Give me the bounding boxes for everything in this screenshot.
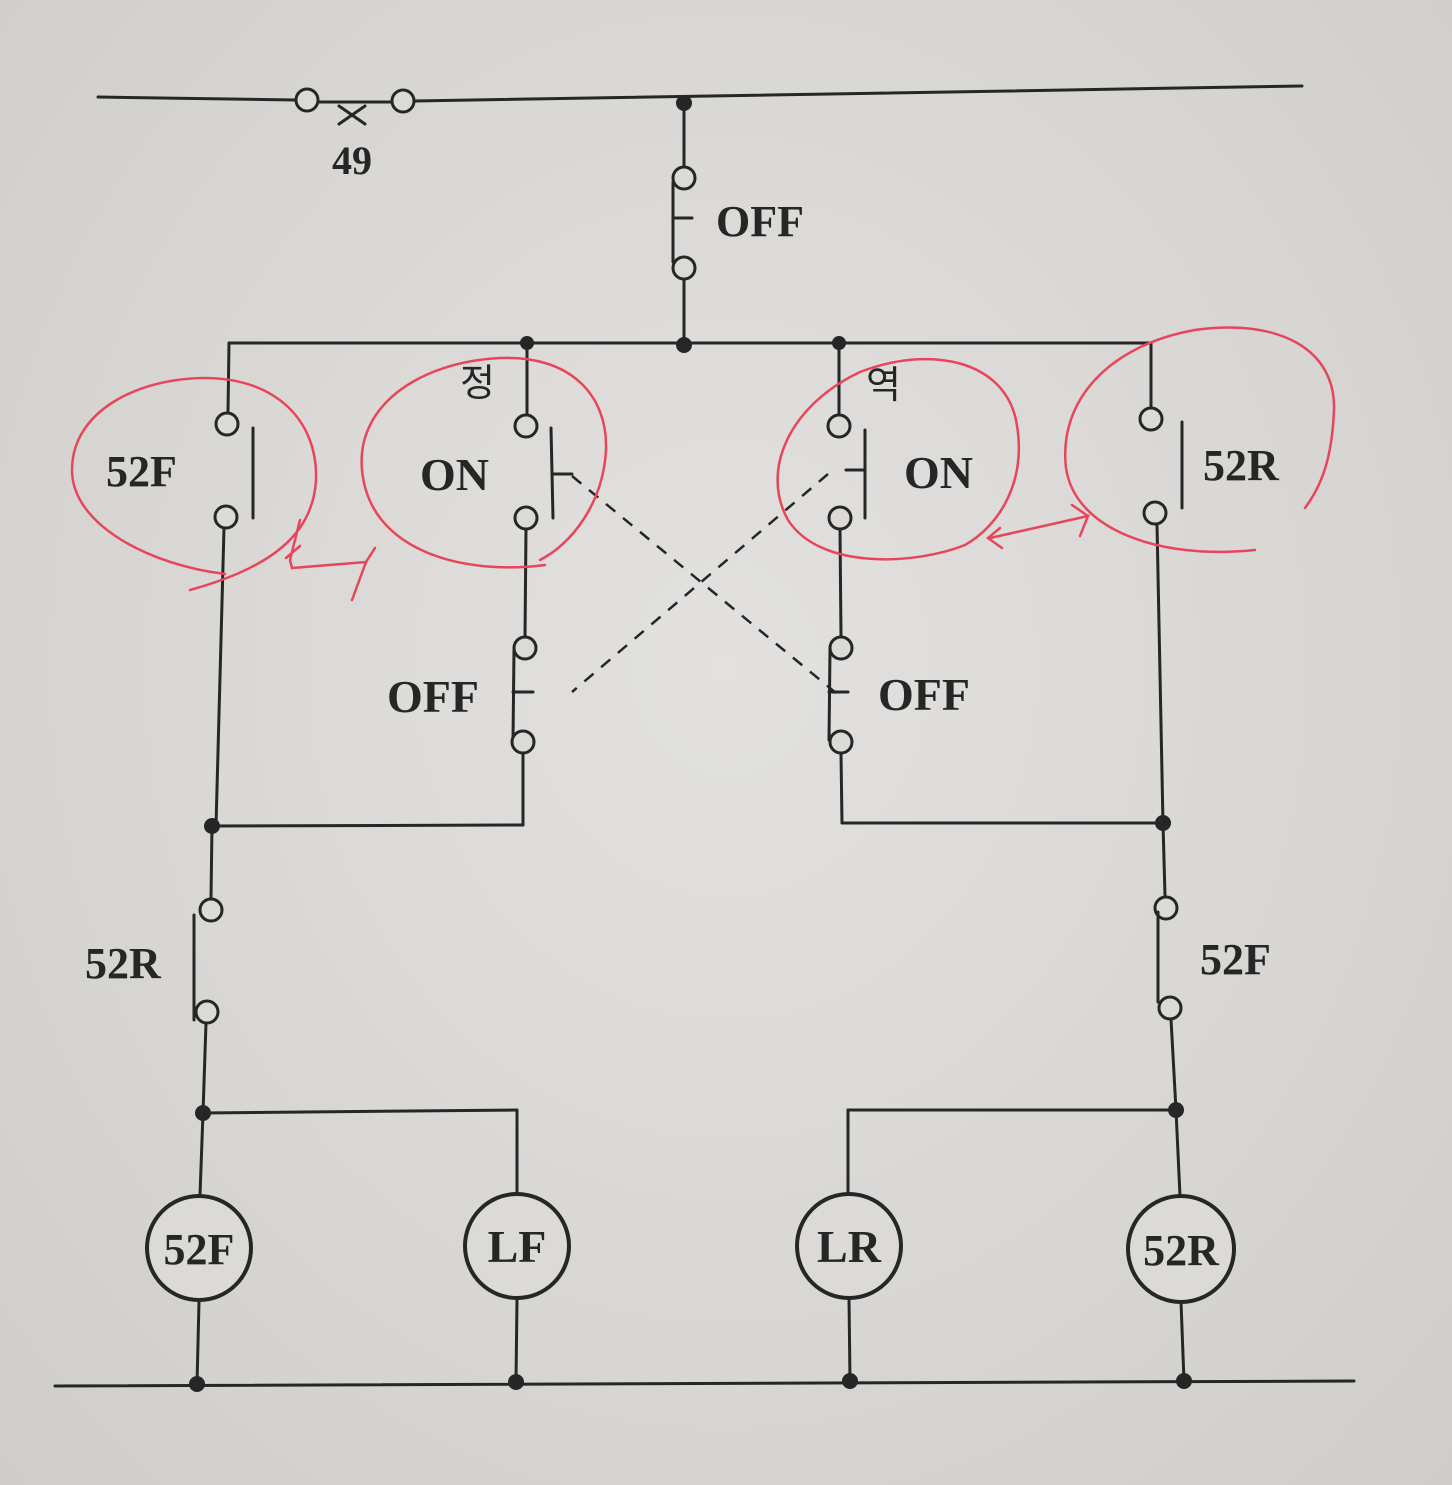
annotation-circle-reverse-on <box>776 357 1021 561</box>
annotation-circle-52r <box>1063 326 1336 554</box>
breaker-label: 49 <box>332 138 372 183</box>
reverse-on-label: ON <box>904 447 973 498</box>
red-annotations <box>70 326 1336 602</box>
reverse-title: 역 <box>866 363 901 407</box>
forward-on-pushbutton <box>513 341 574 638</box>
reverse-on-pushbutton <box>826 341 867 638</box>
seal-52f-label: 52F <box>106 447 177 496</box>
bottom-bus <box>53 1373 1356 1392</box>
seal-52r-label: 52R <box>1203 441 1280 490</box>
forward-on-label: ON <box>420 449 489 500</box>
lamp-lr <box>795 1192 903 1300</box>
lamp-lr-label: LR <box>817 1221 882 1272</box>
lamp-lf-label: LF <box>488 1221 547 1272</box>
lamp-lf <box>463 1192 571 1300</box>
coil-52r-label: 52R <box>1143 1226 1220 1275</box>
output-branches <box>195 1108 1186 1386</box>
annotation-circle-forward-on <box>360 356 608 569</box>
annotation-circle-52f <box>70 376 318 592</box>
interlock-contact-52r <box>192 824 224 1121</box>
mechanical-interlock-dashes <box>571 473 837 694</box>
forward-off-pushbutton <box>510 635 538 827</box>
forward-off-label: OFF <box>387 671 479 722</box>
top-bus <box>96 84 1304 126</box>
reverse-off-pushbutton <box>827 635 854 825</box>
reverse-off-label: OFF <box>878 669 970 720</box>
stop-pushbutton <box>671 101 697 353</box>
stop-label: OFF <box>716 197 804 246</box>
annotation-arrow-left <box>284 518 377 602</box>
lower-joins <box>204 815 1171 834</box>
coil-52f <box>145 1194 253 1302</box>
coil-52f-label: 52F <box>164 1225 235 1274</box>
seal-in-contact-52f <box>213 341 255 828</box>
interlock-contact-52f <box>1153 821 1184 1118</box>
annotation-arrow-right <box>985 503 1091 550</box>
seal-in-contact-52r <box>1138 341 1184 826</box>
forward-title: 정 <box>460 361 495 405</box>
coil-52r <box>1126 1194 1236 1304</box>
interlock-52r-label: 52R <box>85 939 162 988</box>
interlock-52f-label: 52F <box>1200 935 1271 984</box>
